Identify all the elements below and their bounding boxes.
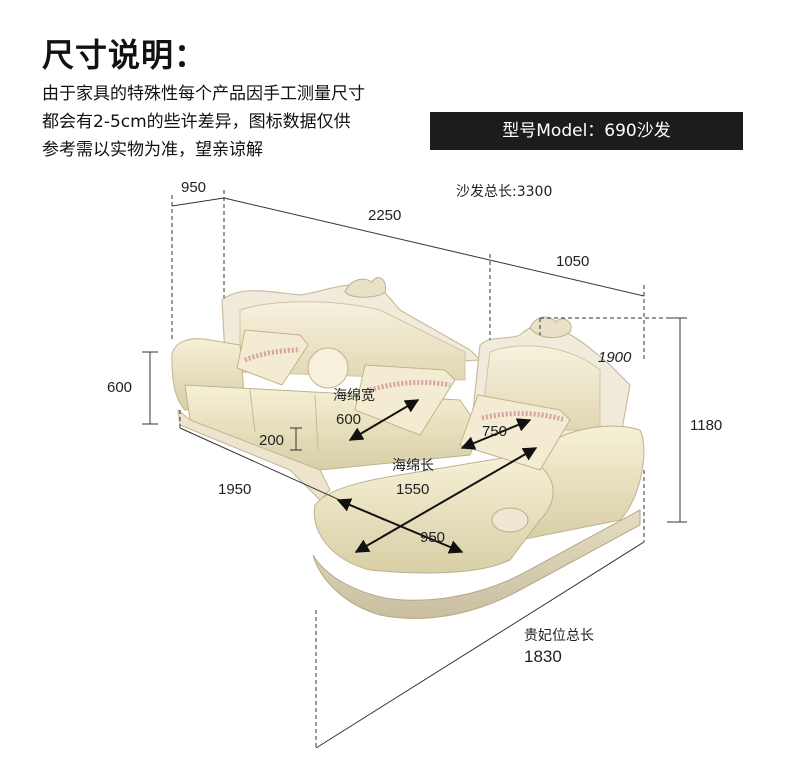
label-front-length: 1950 [218,481,251,498]
arrow-dimensions [336,399,538,554]
main-crown-carving [344,277,387,298]
label-right-length: 1050 [556,253,589,270]
note-line-2: 都会有2-5cm的些许差异，图标数据仅供 [42,112,351,132]
label-total-height: 1180 [690,417,722,434]
label-chaise-depth: 950 [420,529,445,546]
dim-line-950-top [171,197,225,207]
label-chaise-seat: 750 [482,423,507,440]
chaise-base [312,509,641,619]
label-depth-left: 950 [181,179,206,196]
dimension-lines [142,190,687,749]
label-total-length: 沙发总长:3300 [456,184,552,200]
dim-line-2250 [223,197,645,297]
pillow-fringe-3 [481,411,566,423]
note-line-1: 由于家具的特殊性每个产品因手工测量尺寸 [42,84,365,104]
disclaimer-note: 由于家具的特殊性每个产品因手工测量尺寸 都会有2-5cm的些许差异，图标数据仅供… [42,80,442,164]
label-sponge-length-title: 海绵长 [392,457,434,474]
sofa-illustration [171,277,645,619]
label-sponge-width: 600 [336,411,361,428]
model-banner: 型号Model：690沙发 [430,112,743,150]
note-line-3: 参考需以实物为准，望亲谅解 [42,140,263,160]
arrow-sponge-width [348,399,420,441]
page-title: 尺寸说明： [42,36,208,74]
pillow-fringe-2 [369,379,451,393]
pillow-1 [236,329,309,386]
arrow-chaise-depth [336,498,464,554]
arrow-chaise-seat [460,418,532,450]
label-main-length: 2250 [368,207,401,224]
main-base-skirt [177,408,331,501]
label-chaise-total: 1830 [524,647,562,666]
main-seat-divider-1 [249,389,256,433]
arm-scroll-end [491,507,529,533]
pillow-fringe-1 [244,347,301,363]
label-sponge-length: 1550 [396,481,429,498]
bolster-pillow [307,347,349,389]
main-seat-divider-2 [314,394,319,451]
label-arm-height: 600 [107,379,132,396]
label-right-depth: 1900 [598,349,632,366]
label-chaise-total-title: 贵妃位总长 [524,628,594,644]
label-seat-height: 200 [259,432,284,449]
chaise-right-arm [519,425,645,541]
label-sponge-width-title: 海绵宽 [333,387,375,404]
dim-line-1830 [315,541,645,749]
